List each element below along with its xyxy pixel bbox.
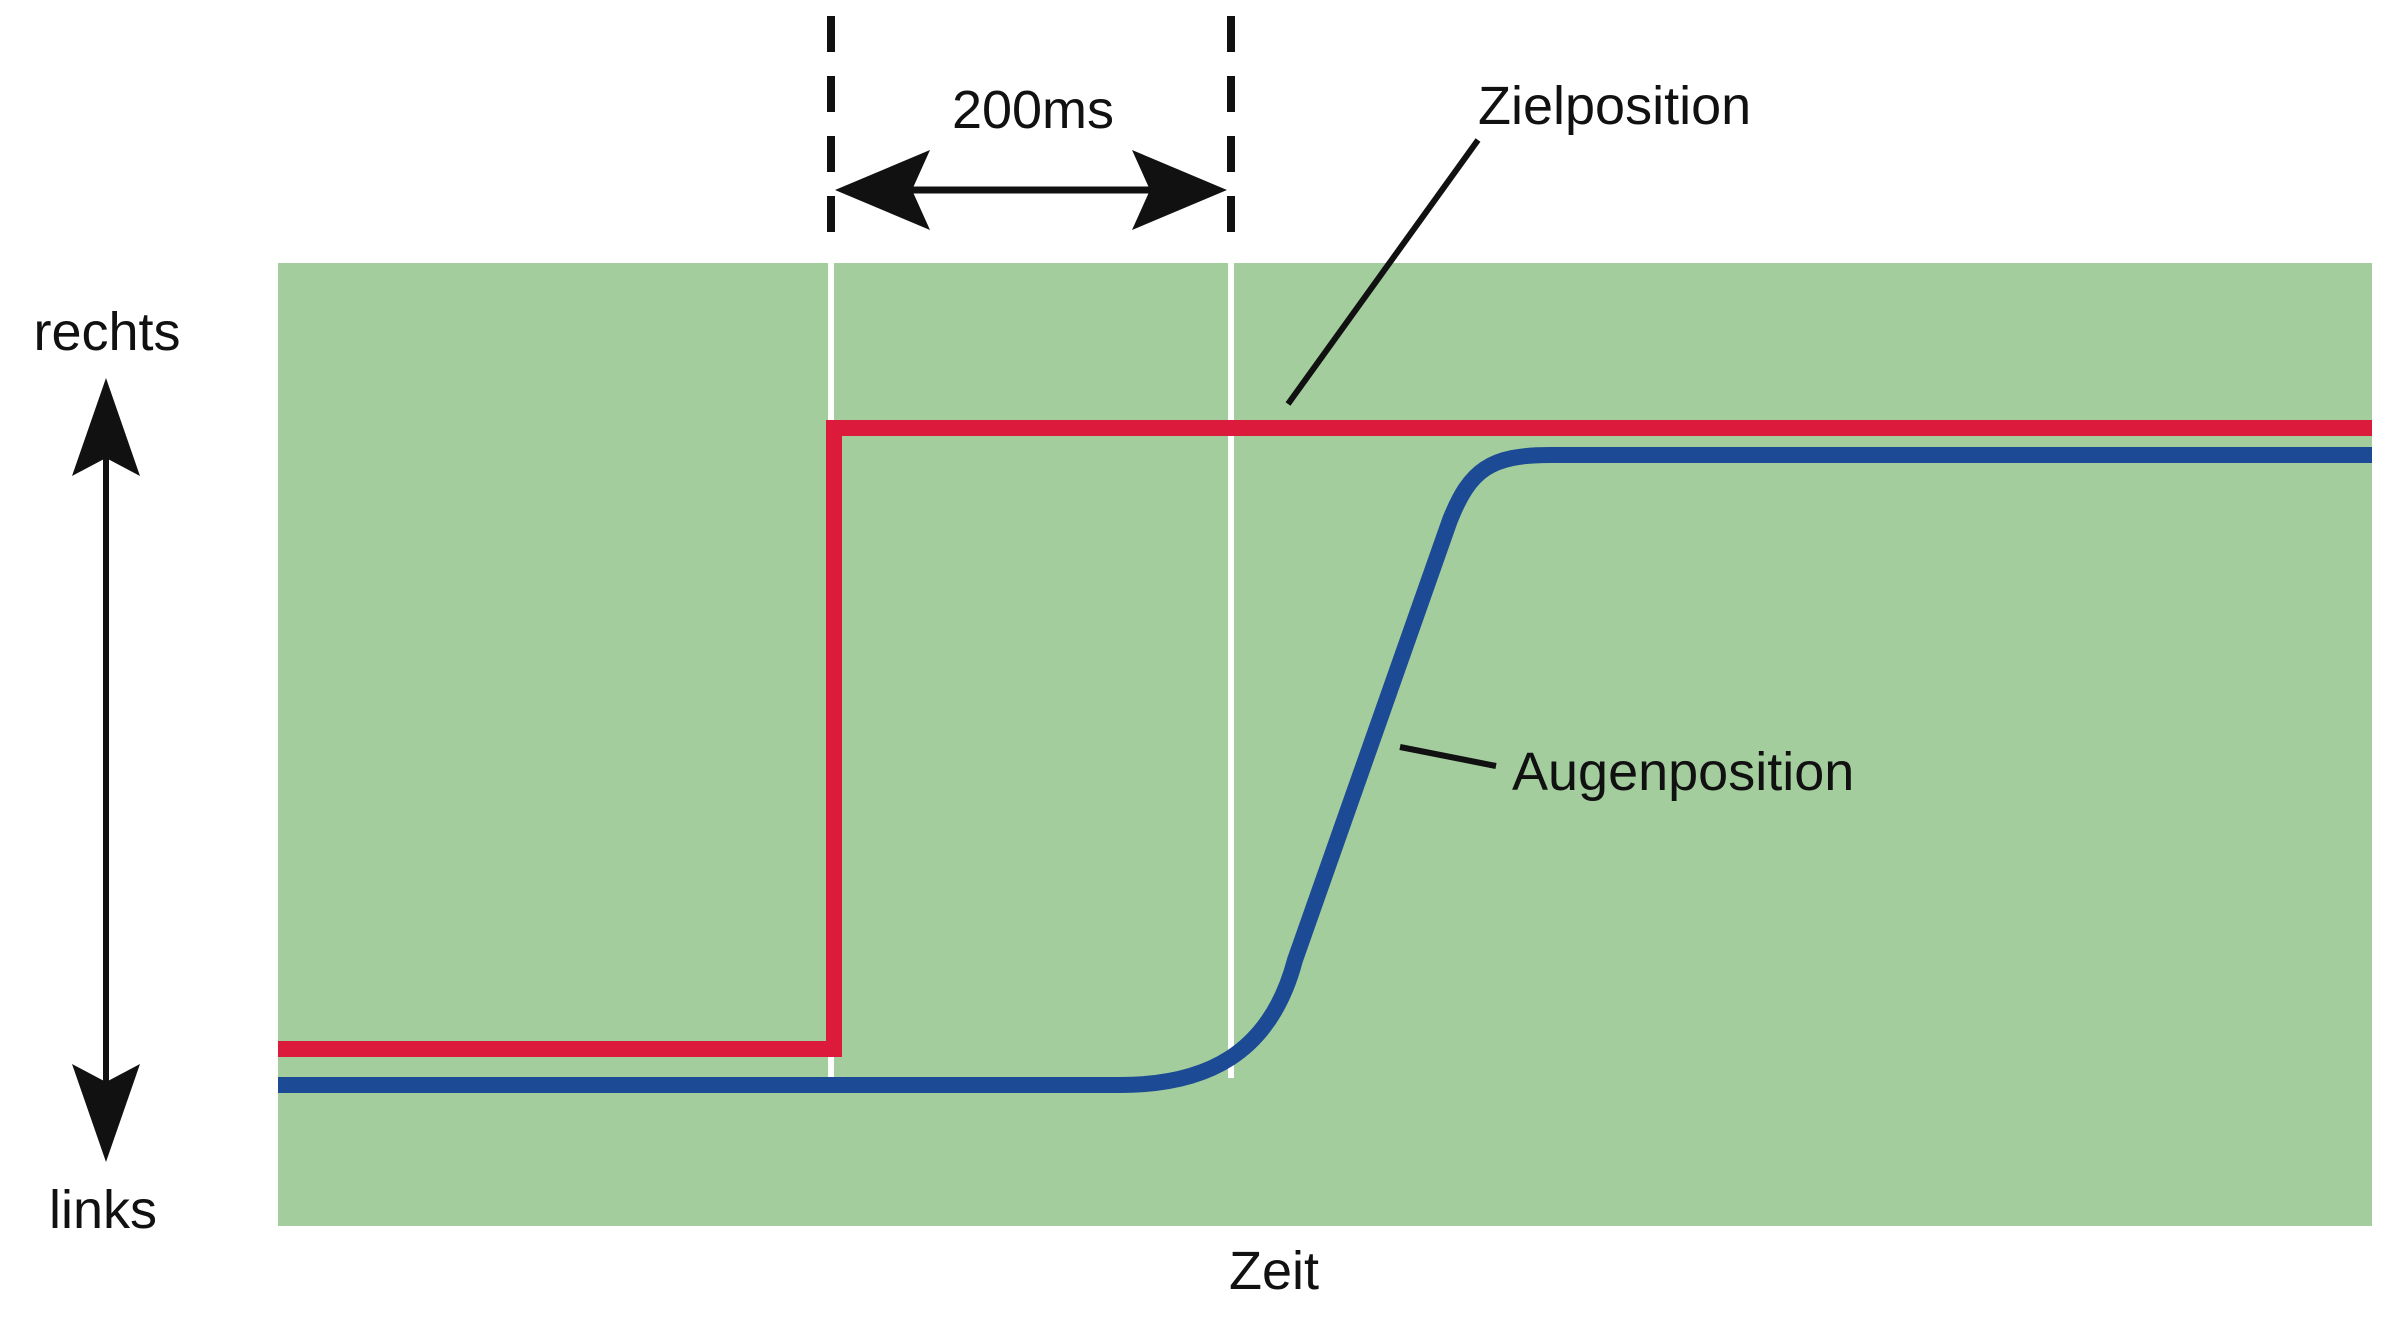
interval-label: 200ms — [952, 80, 1114, 140]
interval-arrow-right-head — [1132, 150, 1227, 230]
eye-leader-line — [1399, 744, 1497, 769]
interval-arrow-left-head — [835, 150, 930, 230]
time-axis-label: Zeit — [1229, 1241, 1319, 1301]
eye-position-line — [278, 447, 2372, 1093]
right-direction-label: rechts — [33, 302, 180, 362]
direction-arrow-up-head — [72, 378, 140, 476]
target-label: Zielposition — [1478, 76, 1751, 136]
direction-arrow-down-head — [72, 1064, 140, 1162]
eye-label: Augenposition — [1512, 742, 1854, 802]
target-leader-line — [1285, 138, 1481, 406]
target-position-line — [278, 420, 2372, 1057]
left-direction-label: links — [49, 1180, 157, 1240]
